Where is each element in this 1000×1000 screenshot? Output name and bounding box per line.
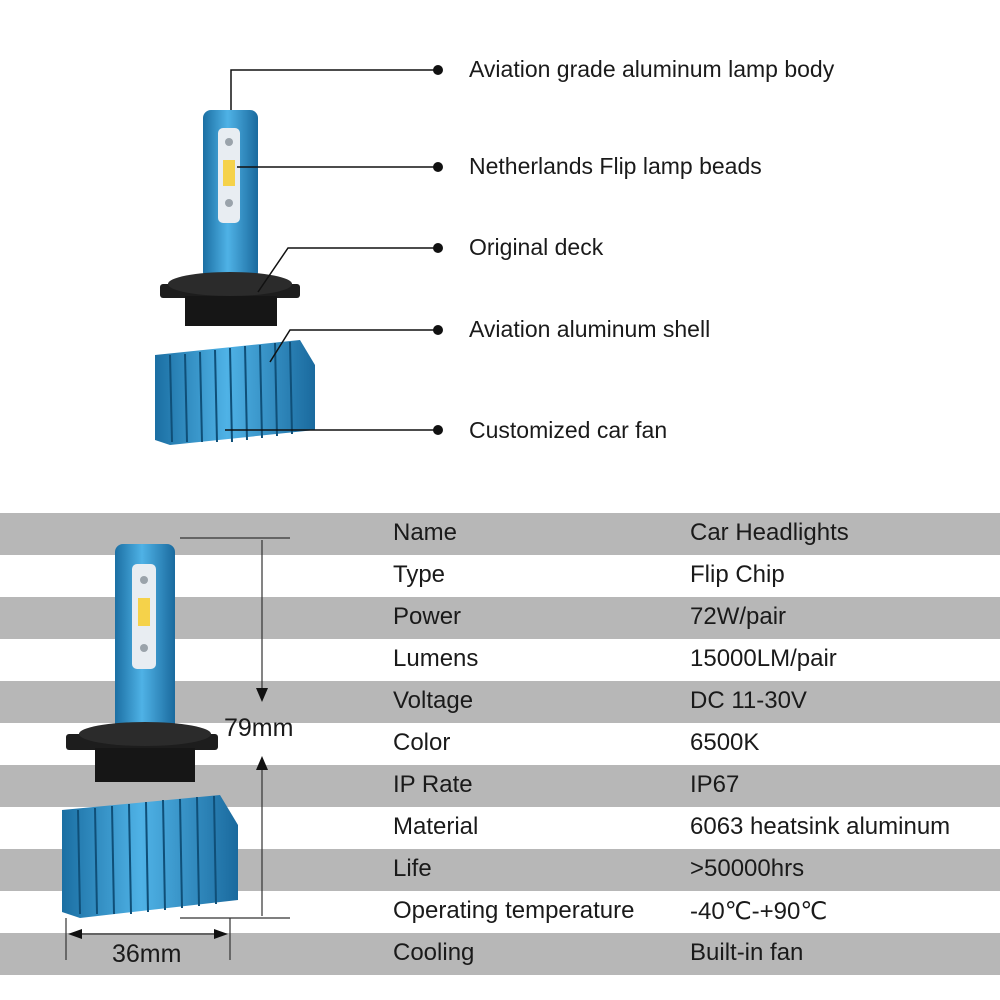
spec-key: Voltage bbox=[393, 687, 474, 714]
spec-key: Material bbox=[393, 813, 479, 840]
spec-row: Cooling Built-in fan bbox=[0, 933, 1000, 975]
dimensioned-bulb-illustration bbox=[62, 537, 290, 960]
spec-key: Color bbox=[393, 729, 451, 756]
spec-value: Car Headlights bbox=[690, 519, 849, 546]
spec-key: Lumens bbox=[393, 645, 479, 672]
led-bead bbox=[138, 598, 150, 626]
callout-fan: Customized car fan bbox=[469, 417, 668, 443]
callout-deck: Original deck bbox=[469, 234, 604, 260]
spec-key: Type bbox=[393, 561, 446, 588]
spec-value: Built-in fan bbox=[690, 939, 804, 966]
spec-value: 72W/pair bbox=[690, 603, 787, 630]
spec-row: Lumens 15000LM/pair bbox=[0, 639, 1000, 681]
spec-key: Power bbox=[393, 603, 462, 630]
callout-lamp-beads: Netherlands Flip lamp beads bbox=[469, 153, 762, 179]
width-dimension-label: 36mm bbox=[112, 940, 182, 968]
spec-key: Name bbox=[393, 519, 458, 546]
spec-key: Operating temperature bbox=[393, 897, 635, 924]
spec-key: Life bbox=[393, 855, 432, 882]
spec-key: IP Rate bbox=[393, 771, 473, 798]
spec-row: Operating temperature -40℃-+90℃ bbox=[0, 891, 1000, 933]
spec-value: >50000hrs bbox=[690, 855, 805, 882]
callout-lamp-body: Aviation grade aluminum lamp body bbox=[469, 56, 835, 82]
spec-value: DC 11-30V bbox=[690, 687, 807, 714]
spec-value: 15000LM/pair bbox=[690, 645, 837, 672]
spec-value: -40℃-+90℃ bbox=[690, 898, 828, 925]
spec-value: Flip Chip bbox=[690, 561, 785, 588]
height-dimension-label: 79mm bbox=[224, 714, 294, 742]
spec-value: 6500K bbox=[690, 729, 760, 756]
headlight-bulb-illustration bbox=[155, 65, 443, 445]
callout-shell: Aviation aluminum shell bbox=[469, 316, 711, 342]
spec-row: Material 6063 heatsink aluminum bbox=[0, 807, 1000, 849]
spec-row: Type Flip Chip bbox=[0, 555, 1000, 597]
spec-value: IP67 bbox=[690, 771, 740, 798]
spec-key: Cooling bbox=[393, 939, 475, 966]
spec-value: 6063 heatsink aluminum bbox=[690, 813, 951, 840]
spec-row: Color 6500K bbox=[0, 723, 1000, 765]
led-bead bbox=[223, 160, 235, 186]
